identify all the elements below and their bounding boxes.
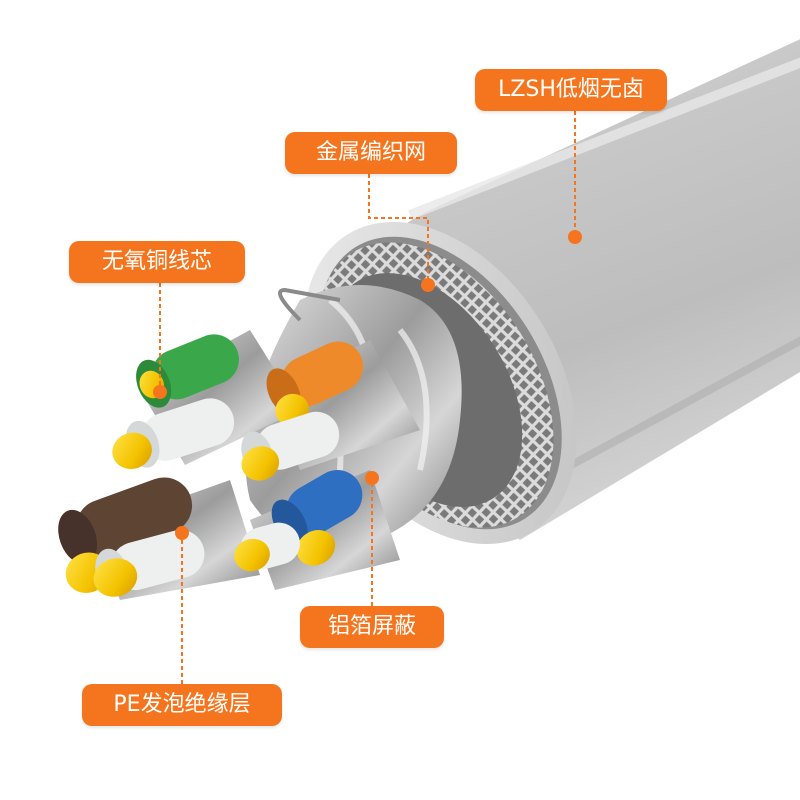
callout-braid: 金属编织网 xyxy=(285,132,457,174)
conductor-green-white xyxy=(112,432,152,470)
callout-copper: 无氧铜线芯 xyxy=(69,241,245,283)
conductor-blue-white xyxy=(234,538,270,572)
braid-marker-dot xyxy=(421,278,435,292)
callout-insulation: PE发泡绝缘层 xyxy=(82,684,282,726)
callout-jacket: LZSH低烟无卤 xyxy=(475,69,667,111)
insulation-marker-dot xyxy=(175,526,189,540)
conductor-brown-white xyxy=(93,558,138,597)
callout-foil: 铝箔屏蔽 xyxy=(300,606,444,648)
foil-marker-dot xyxy=(365,471,379,485)
pair-blue xyxy=(234,470,400,590)
conductor-blue xyxy=(296,530,336,566)
pair-green xyxy=(112,330,300,470)
conductor-orange-white xyxy=(241,446,280,481)
copper-marker-dot xyxy=(153,385,167,399)
pair-brown xyxy=(58,477,260,600)
jacket-marker-dot xyxy=(568,230,582,244)
leader-braid xyxy=(368,174,429,285)
leader-lines xyxy=(153,111,582,684)
pair-orange xyxy=(241,340,420,481)
